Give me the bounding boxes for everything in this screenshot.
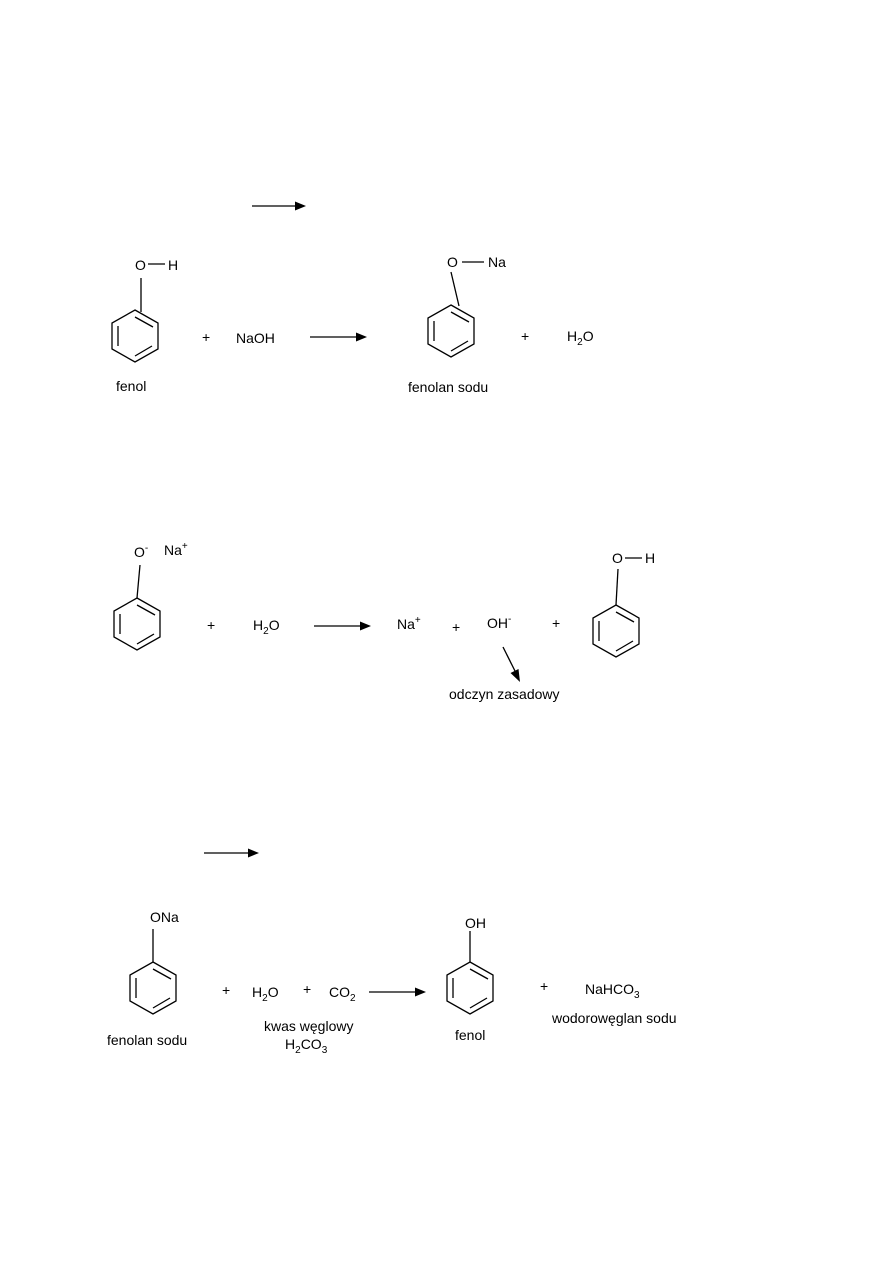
aromatic-bond bbox=[450, 340, 469, 352]
svg-text:H2CO3: H2CO3 bbox=[285, 1036, 328, 1056]
water-o: O bbox=[269, 617, 280, 633]
phenol-molecule: O H fenol bbox=[111, 257, 178, 394]
compound-name: fenol bbox=[455, 1027, 485, 1043]
oxygen-label: O bbox=[135, 257, 146, 273]
phenolate-ion-molecule: O- Na+ bbox=[113, 541, 188, 651]
svg-text:NaHCO3: NaHCO3 bbox=[585, 981, 640, 1001]
reaction-arrow bbox=[369, 987, 426, 997]
reaction-arrow bbox=[314, 621, 371, 631]
plus-sign: + bbox=[207, 617, 215, 633]
note-label: odczyn zasadowy bbox=[449, 686, 560, 702]
plus-sign: + bbox=[552, 615, 560, 631]
c-o-bond bbox=[615, 568, 619, 606]
co2-formula: CO2 bbox=[329, 984, 356, 1004]
benzene-ring bbox=[446, 961, 494, 1015]
water-formula: H2O bbox=[252, 984, 279, 1004]
water-formula: H2O bbox=[567, 328, 594, 348]
phenol-molecule: O H bbox=[592, 550, 655, 658]
acid-formula: H2CO3 bbox=[285, 1036, 328, 1056]
acid-name: kwas węglowy bbox=[264, 1018, 353, 1034]
aromatic-bond bbox=[134, 345, 153, 357]
sodium-cation-label: Na+ bbox=[397, 615, 421, 632]
bicarbonate-formula: NaHCO3 bbox=[585, 981, 640, 1001]
benzene-ring bbox=[111, 309, 159, 363]
aromatic-bond bbox=[134, 316, 154, 328]
substituent-label: ONa bbox=[150, 909, 179, 925]
aromatic-bond bbox=[152, 968, 172, 980]
compound-name: wodorowęglan sodu bbox=[551, 1010, 677, 1026]
water-h: H bbox=[253, 617, 263, 633]
compound-name: fenol bbox=[116, 378, 146, 394]
c-o-bond bbox=[136, 564, 141, 599]
benzene-ring bbox=[113, 597, 161, 651]
reagent-formula: NaOH bbox=[236, 330, 275, 346]
water-subscript: 2 bbox=[263, 626, 269, 637]
acid-h: H bbox=[285, 1036, 295, 1052]
aromatic-bond bbox=[469, 997, 488, 1009]
salt-main: NaHCO bbox=[585, 981, 634, 997]
aromatic-bond bbox=[136, 633, 155, 645]
plus-sign: + bbox=[222, 982, 230, 998]
reaction-2: O- Na+ + H2O Na+ + OH- odczyn zasadowy +… bbox=[113, 541, 655, 702]
co2-main: CO bbox=[329, 984, 350, 1000]
benzene-ring bbox=[427, 304, 475, 358]
aromatic-bond bbox=[615, 611, 635, 623]
hydrogen-label: H bbox=[168, 257, 178, 273]
water-o: O bbox=[268, 984, 279, 1000]
water-subscript: 2 bbox=[262, 993, 268, 1004]
aromatic-bond bbox=[615, 640, 634, 652]
reaction-arrow bbox=[310, 332, 367, 342]
sodium-phenolate-molecule: O Na fenolan sodu bbox=[408, 254, 506, 395]
aromatic-bond bbox=[152, 997, 171, 1009]
aromatic-bond bbox=[450, 311, 470, 323]
svg-text:H2O: H2O bbox=[252, 984, 279, 1004]
compound-name: fenolan sodu bbox=[408, 379, 488, 395]
acid-o-subscript: 3 bbox=[322, 1045, 328, 1056]
svg-text:H2O: H2O bbox=[253, 617, 280, 637]
water-o: O bbox=[583, 328, 594, 344]
reaction-1: O H fenol + NaOH O Na fenolan sodu + H2O bbox=[111, 254, 594, 395]
svg-text:CO2: CO2 bbox=[329, 984, 356, 1004]
aromatic-bond bbox=[136, 604, 156, 616]
oxygen-label: O bbox=[612, 550, 623, 566]
plus-sign: + bbox=[452, 619, 460, 635]
pointer-arrow bbox=[502, 646, 520, 682]
water-h: H bbox=[252, 984, 262, 1000]
arrow bbox=[204, 848, 259, 858]
aromatic-bond bbox=[469, 968, 489, 980]
co2-subscript: 2 bbox=[350, 993, 356, 1004]
oxygen-label: O bbox=[447, 254, 458, 270]
plus-sign: + bbox=[540, 978, 548, 994]
substituent-label: OH bbox=[465, 915, 486, 931]
sodium-label: Na bbox=[488, 254, 506, 270]
reaction-3: ONa fenolan sodu + H2O + CO2 kwas węglow… bbox=[107, 909, 677, 1056]
sodium-cation-label: Na+ bbox=[164, 541, 188, 558]
phenol-molecule: OH fenol bbox=[446, 915, 494, 1043]
c-o-bond bbox=[450, 271, 460, 307]
benzene-ring bbox=[129, 961, 177, 1015]
water-h: H bbox=[567, 328, 577, 344]
water-formula: H2O bbox=[253, 617, 280, 637]
compound-name: fenolan sodu bbox=[107, 1032, 187, 1048]
acid-co: CO bbox=[301, 1036, 322, 1052]
plus-sign: + bbox=[521, 328, 529, 344]
salt-subscript: 3 bbox=[634, 990, 640, 1001]
arrow bbox=[252, 201, 306, 211]
benzene-ring bbox=[592, 604, 640, 658]
svg-text:H2O: H2O bbox=[567, 328, 594, 348]
acid-h-subscript: 2 bbox=[295, 1045, 301, 1056]
plus-sign: + bbox=[202, 329, 210, 345]
hydrogen-label: H bbox=[645, 550, 655, 566]
hydroxide-label: OH- bbox=[487, 614, 511, 631]
sodium-phenolate-molecule: ONa fenolan sodu bbox=[107, 909, 187, 1048]
plus-sign: + bbox=[303, 981, 311, 997]
oxygen-anion-label: O- bbox=[134, 543, 148, 560]
water-subscript: 2 bbox=[577, 337, 583, 348]
